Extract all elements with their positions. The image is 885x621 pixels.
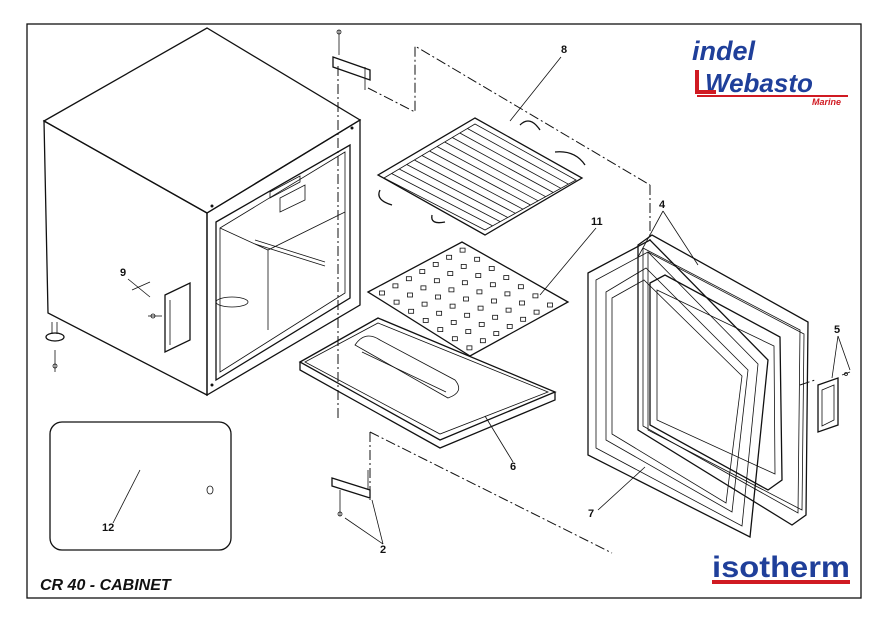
shelf-wire [444,141,546,198]
plate-hole [459,247,466,253]
shelf-wire [459,132,562,189]
shelf-wire [421,155,524,210]
plate-hole [408,308,415,314]
plate-hole [520,316,527,322]
plate-hole [447,271,454,276]
plate-hole [379,290,385,296]
plate-hole [461,280,468,286]
shelf-wire [467,128,569,185]
svg-text:isotherm: isotherm [712,551,850,584]
shelf-wire [414,159,516,214]
plate-hole [489,282,496,288]
callout-12: 12 [102,522,114,534]
plate-hole [533,309,540,315]
plate-hole [466,345,473,351]
drawing-title: CR 40 - CABINET [40,577,172,594]
plate-hole [407,292,413,298]
thermostat-bracket [131,281,191,354]
svg-text:Webasto: Webasto [705,68,813,98]
plate-hole [436,310,443,316]
wire-shelf [376,117,586,236]
plate-hole [474,256,481,262]
plate-hole [475,273,482,278]
door-gasket [587,239,769,539]
plate-hole [405,276,412,282]
plate-hole [392,283,399,289]
plate-hole [503,275,510,280]
shelf-wire [398,168,501,223]
plate-hole [547,302,553,308]
shelf-wire [429,150,531,206]
plate-hole [492,314,499,320]
plate-hole [493,331,500,336]
plate-hole [479,338,486,344]
plate-hole [477,305,484,311]
plate-hole [435,294,441,300]
cabinet-body [42,27,362,397]
plate-hole [465,329,472,334]
shelf-wire [452,137,554,193]
plate-hole [491,298,497,304]
callout-6: 6 [510,461,516,473]
plate-hole [433,278,440,284]
plate-hole [504,291,511,297]
callout-11: 11 [591,216,603,228]
plate-hole [506,324,513,329]
drawing-border [26,23,862,599]
plate-hole [478,322,485,327]
plate-hole [421,301,428,307]
svg-text:Marine: Marine [812,97,841,107]
shelf-wire [391,173,493,227]
plate-hole [450,320,457,325]
plate-hole [437,327,444,332]
svg-text:indel: indel [692,36,756,66]
callout-5: 5 [834,324,840,336]
plate-hole [476,289,483,295]
indel-webasto-logo: indel Webasto Marine [692,36,848,107]
shelf-wire [406,164,508,218]
inset-box [49,421,232,551]
drip-tray [298,317,557,449]
plate-hole [464,312,471,318]
plate-hole [460,264,467,269]
plate-hole [422,318,429,323]
drip-plate [366,241,570,357]
plate-hole [448,287,455,293]
bottom-hinge [331,470,371,517]
door-handle [817,371,851,433]
plate-hole [532,293,539,299]
plate-hole [463,296,469,302]
shelf-wire [436,146,539,202]
plate-hole [446,254,453,260]
plate-hole [451,336,458,342]
plate-hole [488,266,495,271]
plate-hole [420,285,427,291]
plate-hole [432,262,439,267]
webasto-mark-icon [695,70,716,94]
plate-hole [449,303,456,309]
callout-7: 7 [588,508,594,520]
leader-lines [112,56,851,545]
alignment-lines [337,45,816,554]
callout-8: 8 [561,44,567,56]
plate-hole [393,299,400,305]
callout-2: 2 [380,544,386,556]
callout-4: 4 [659,199,666,211]
top-hinge [332,29,371,90]
plate-hole [517,284,524,290]
isotherm-logo: isotherm [712,551,850,584]
callout-9: 9 [120,267,126,279]
plate-hole [419,269,426,274]
plate-hole [519,300,525,306]
plate-hole [505,307,512,313]
door-panel [637,234,809,526]
